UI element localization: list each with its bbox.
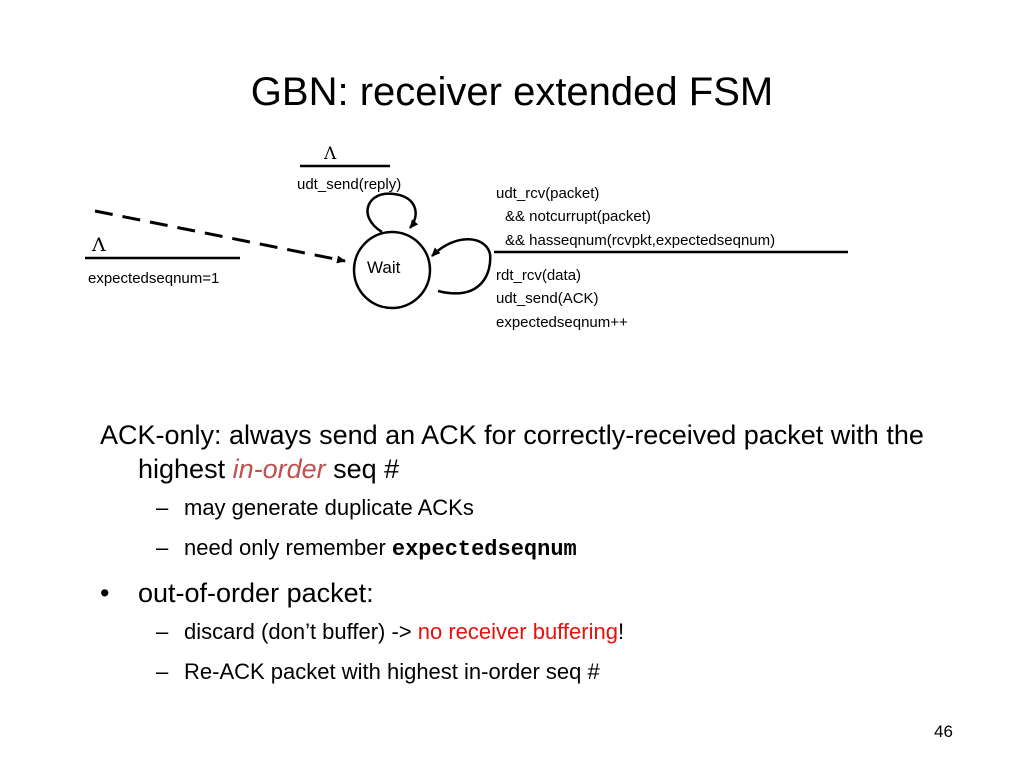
right-loop-action-line-2: udt_send(ACK) xyxy=(496,290,599,307)
in-order-highlight: in-order xyxy=(232,454,326,484)
wait-state-label: Wait xyxy=(367,258,401,277)
slide-title: GBN: receiver extended FSM xyxy=(250,70,774,114)
right-loop-action-line-3: expectedseqnum++ xyxy=(496,314,628,331)
bullet-out-of-order: • out-of-order packet: xyxy=(100,576,1000,610)
no-buffering-highlight: no receiver buffering xyxy=(417,619,618,644)
duplicate-acks-text: may generate duplicate ACKs xyxy=(184,495,474,520)
discard-text-after: ! xyxy=(617,619,625,644)
dash-marker: – xyxy=(156,659,169,684)
right-loop-action-line-1: rdt_rcv(data) xyxy=(496,267,581,284)
bullet-list: ACK-only: always send an ACK for correct… xyxy=(100,418,1000,698)
dash-marker: – xyxy=(156,619,169,644)
top-loop-event-label: Λ xyxy=(323,144,337,164)
sub-bullet-duplicate-acks: – may generate duplicate ACKs xyxy=(100,494,1000,522)
right-self-loop xyxy=(431,238,492,295)
wait-state xyxy=(352,230,432,310)
ack-only-text-after: seq # xyxy=(325,454,400,484)
dash-marker: – xyxy=(156,495,169,520)
initial-arrow xyxy=(94,209,346,264)
right-loop-event-line-1: udt_rcv(packet) xyxy=(496,185,599,202)
init-action-label: expectedseqnum=1 xyxy=(88,270,219,287)
sub-bullet-re-ack: – Re-ACK packet with highest in-order se… xyxy=(100,658,1000,686)
sub-bullet-remember: – need only remember expectedseqnum xyxy=(100,534,1000,564)
right-loop-event-line-2: && notcurrupt(packet) xyxy=(505,208,651,225)
init-event-label: Λ xyxy=(91,234,106,256)
sub-bullet-discard: – discard (don’t buffer) -> no receiver … xyxy=(100,618,1000,646)
dash-marker: – xyxy=(156,535,169,560)
fsm-diagram: Λ expectedseqnum=1 Wait Λ udt_send(reply… xyxy=(85,144,848,331)
expectedseqnum-code: expectedseqnum xyxy=(391,537,577,562)
remember-text: need only remember xyxy=(184,535,392,560)
discard-text-before: discard (don’t buffer) -> xyxy=(184,619,418,644)
page-number: 46 xyxy=(934,722,953,741)
bullet-marker: • xyxy=(100,578,110,608)
bullet-ack-only: ACK-only: always send an ACK for correct… xyxy=(100,418,1000,486)
top-loop-action-label: udt_send(reply) xyxy=(297,176,401,193)
out-of-order-text: out-of-order packet: xyxy=(138,578,374,608)
ack-only-text-before: ACK-only: always send an ACK for correct… xyxy=(100,420,924,484)
right-loop-event-line-3: && hasseqnum(rcvpkt,expectedseqnum) xyxy=(505,232,775,249)
top-self-loop xyxy=(366,192,419,234)
re-ack-text: Re-ACK packet with highest in-order seq … xyxy=(184,659,600,684)
